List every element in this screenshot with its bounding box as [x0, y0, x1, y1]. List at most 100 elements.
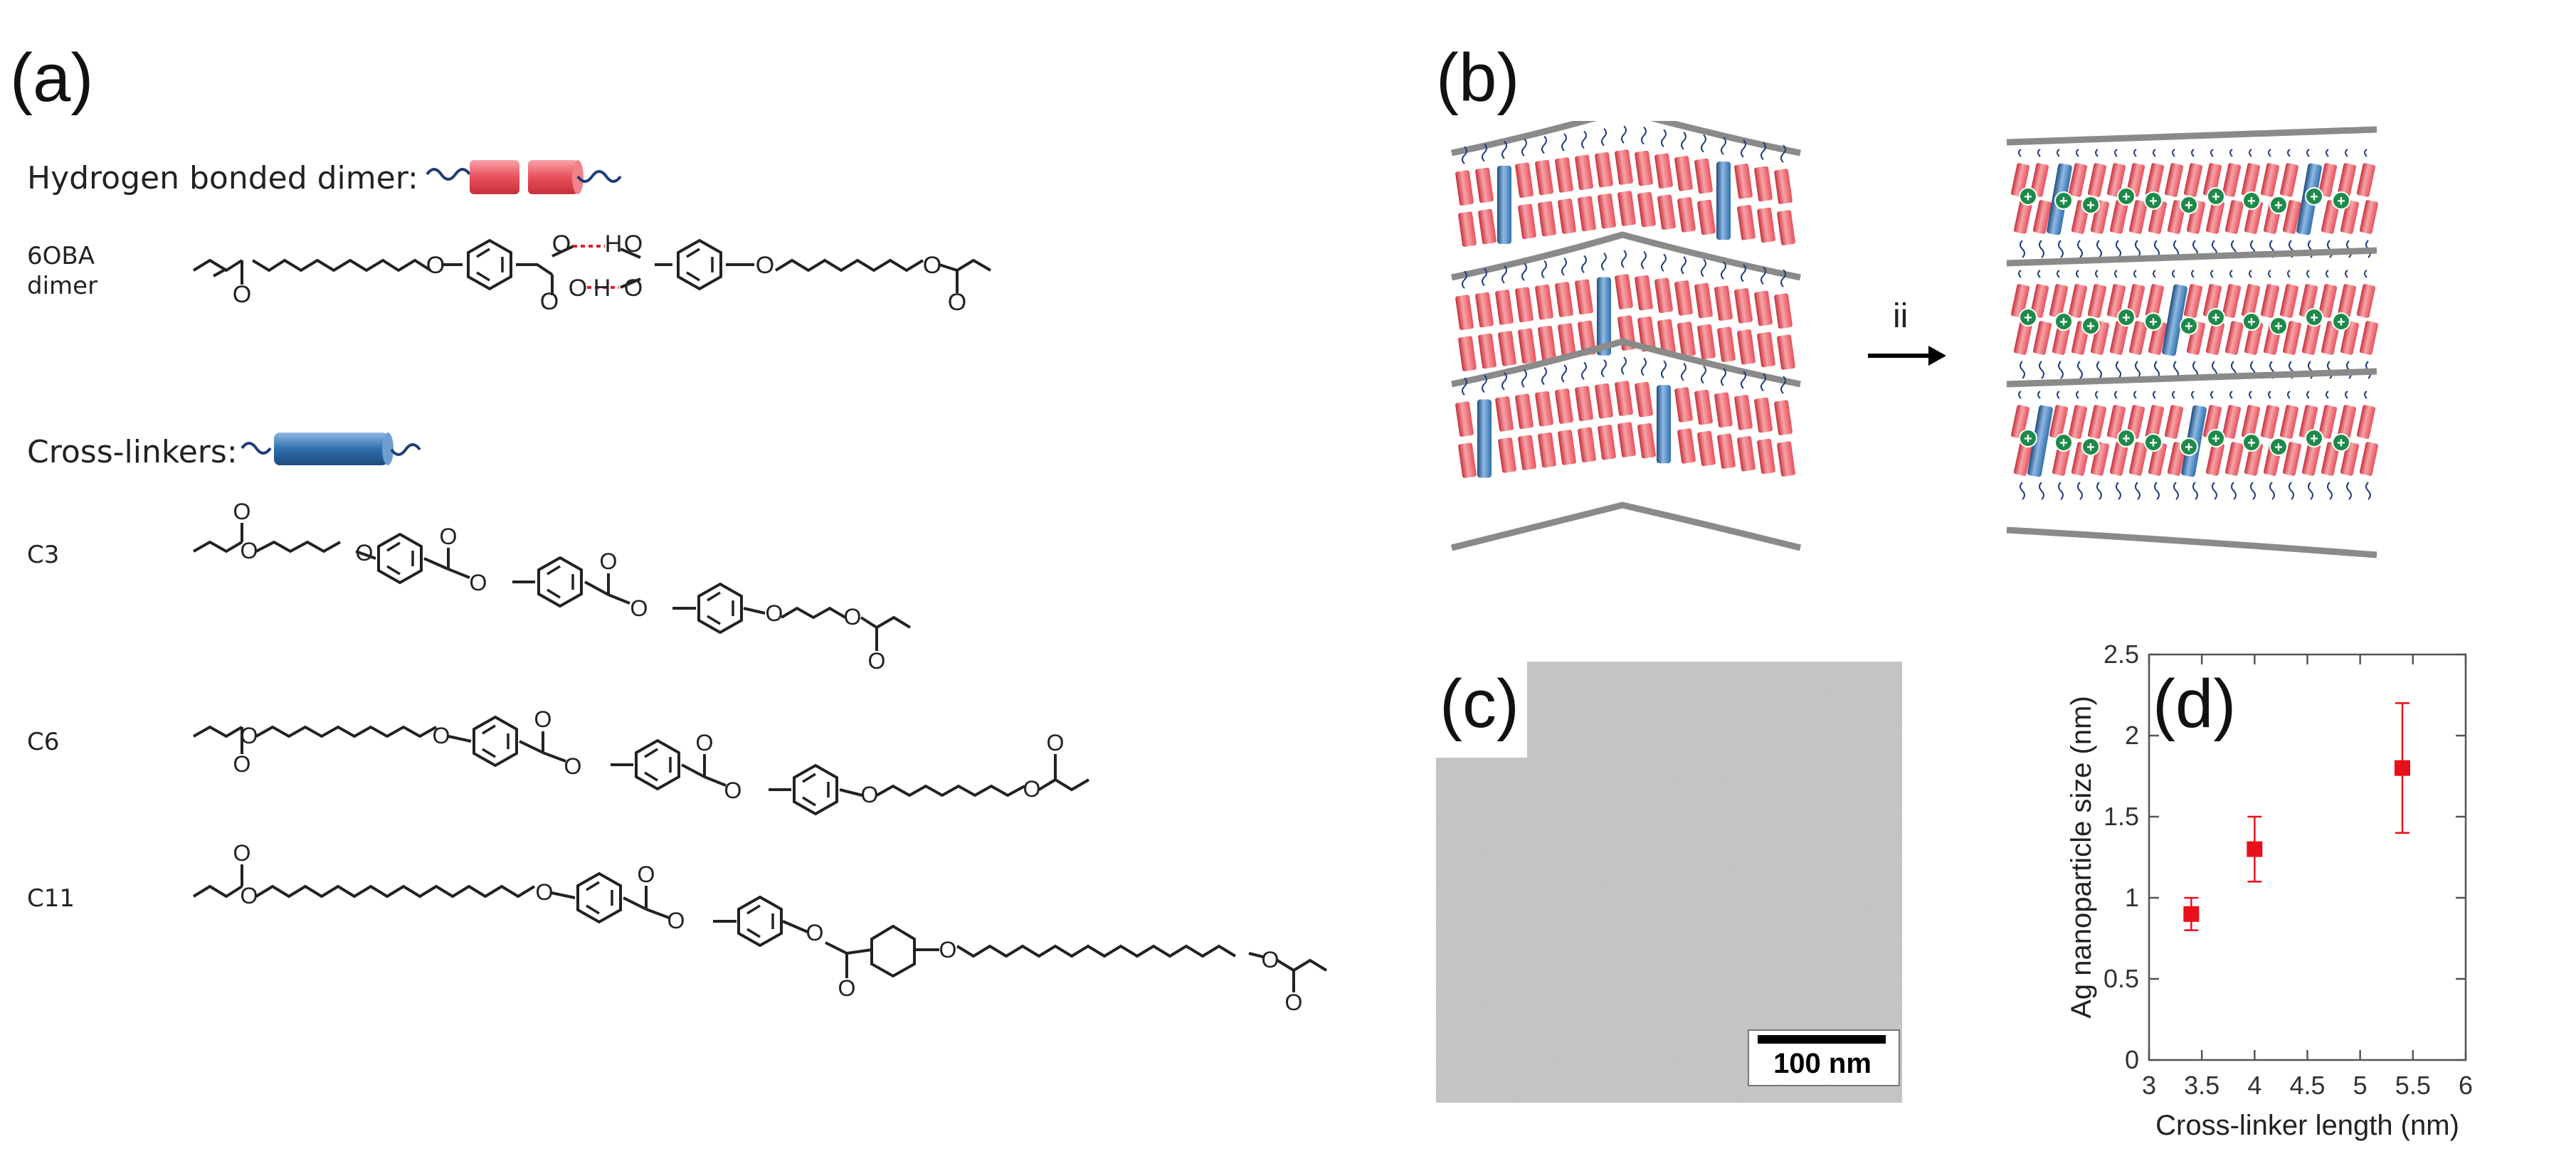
mesogen-rod — [1674, 256, 1696, 357]
x-tick-label: 4 — [2247, 1071, 2261, 1100]
cation: + — [2180, 317, 2198, 335]
svg-text:+: + — [2185, 198, 2193, 213]
atom-o: O — [667, 908, 685, 933]
cation: + — [2144, 433, 2163, 452]
y-axis-label: Ag nanoparticle size (nm) — [2066, 696, 2097, 1019]
crosslinker-rod — [1497, 141, 1511, 244]
atom-o: O — [540, 288, 559, 315]
mesogen-rod — [1774, 376, 1795, 477]
mesogen-rod — [1635, 357, 1656, 459]
mesogen-rod — [2029, 149, 2052, 258]
backbone-line — [2006, 126, 2377, 146]
c6-structure — [193, 725, 1090, 797]
svg-text:+: + — [2149, 314, 2158, 330]
dimer-heading: Hydrogen bonded dimer: — [27, 160, 418, 196]
x-tick-label: 4.5 — [2289, 1071, 2325, 1100]
backbone-line — [1451, 231, 1801, 281]
dimer-name-1: 6OBA — [27, 242, 95, 270]
svg-text:+: + — [2122, 310, 2131, 326]
atom-o: O — [1262, 947, 1279, 972]
atom-o: O — [756, 252, 774, 279]
crosslinker-rod — [1477, 374, 1492, 478]
mesogen-rod — [1754, 373, 1775, 475]
x-tick-label: 6 — [2459, 1071, 2473, 1100]
arrow-ii — [1868, 346, 1946, 366]
atom-o: O — [564, 753, 582, 779]
backbone-line — [2006, 368, 2377, 388]
cation: + — [2019, 187, 2037, 206]
cation: + — [2242, 312, 2261, 331]
mesogen-rod — [1555, 133, 1576, 234]
atom-o: O — [233, 840, 251, 866]
atom-o: O — [844, 604, 862, 630]
mesogen-rod — [1754, 142, 1775, 243]
atom-o: O — [948, 289, 966, 316]
mesogen-rod — [1455, 146, 1477, 247]
mesogen-rod — [1635, 250, 1656, 352]
mesogen-rod — [1734, 139, 1756, 240]
dimer-icon — [426, 160, 622, 194]
atom-o: O — [600, 548, 618, 574]
svg-text:+: + — [2059, 435, 2068, 451]
mesogen-rod — [1754, 266, 1775, 368]
cation: + — [2117, 308, 2136, 327]
data-point — [2247, 815, 2263, 883]
arrow-label: ii — [1893, 297, 1908, 335]
panel-label-c: (c) — [1440, 666, 1519, 742]
mesogen-rod — [2337, 149, 2360, 258]
panel-a-structures: O O O O H O H O O O O O — [192, 160, 1328, 1015]
mesogen-rod — [1615, 125, 1636, 226]
cation: + — [2144, 191, 2163, 210]
smectic-layers-after: +++++++++++++++++++++++++++++++++ — [2006, 126, 2379, 558]
cation: + — [2117, 187, 2136, 206]
scale-bar — [1758, 1035, 1886, 1044]
panel-label-b: (b) — [1436, 40, 1520, 116]
atom-o: O — [536, 879, 554, 905]
atom-h: H — [605, 230, 623, 258]
cation: + — [2081, 317, 2100, 335]
backbone-line — [2006, 247, 2377, 267]
mesogen-rod — [1734, 371, 1756, 472]
cation: + — [2180, 196, 2198, 214]
svg-text:+: + — [2310, 431, 2318, 447]
svg-text:+: + — [2122, 189, 2131, 205]
svg-text:+: + — [2310, 189, 2318, 205]
mesogen-rod — [1674, 132, 1696, 233]
mesogen-rod — [2106, 391, 2129, 500]
atom-o: O — [806, 920, 824, 945]
mesogen-rod — [2356, 270, 2379, 379]
mesogen-rod — [1734, 264, 1756, 365]
y-tick-label: 0 — [2125, 1045, 2139, 1074]
mesogen-rod — [1495, 372, 1516, 473]
mesogen-rod — [2356, 149, 2379, 258]
crosslinker-rod — [1657, 360, 1671, 464]
atom-o: O — [861, 782, 879, 807]
y-tick-label: 0.5 — [2103, 964, 2139, 993]
mesogen-rod — [2318, 270, 2340, 379]
mesogen-rod — [1555, 258, 1576, 359]
c11-label: C11 — [27, 884, 75, 913]
svg-text:+: + — [2212, 431, 2220, 447]
mesogen-rod — [1635, 126, 1656, 228]
mesogen-rod — [1714, 261, 1736, 362]
tem-image — [1436, 662, 1902, 1103]
mesogen-rod — [1555, 364, 1576, 465]
svg-text:+: + — [2274, 319, 2283, 334]
atom-o: O — [241, 883, 258, 908]
mesogen-rod — [2222, 149, 2244, 258]
cation: + — [2242, 433, 2261, 452]
cation: + — [2305, 429, 2323, 447]
atom-h: H — [593, 275, 611, 302]
mesogen-rod — [2279, 391, 2302, 500]
mesogen-rod — [2029, 270, 2052, 379]
mesogen-rod — [1475, 143, 1496, 245]
atom-o: O — [939, 937, 957, 963]
cation: + — [2332, 433, 2350, 452]
svg-text:+: + — [2185, 440, 2193, 455]
marker-square — [2247, 841, 2263, 857]
atom-o: O — [724, 778, 742, 803]
marker-square — [2183, 906, 2200, 922]
atom-o: O — [552, 230, 571, 258]
